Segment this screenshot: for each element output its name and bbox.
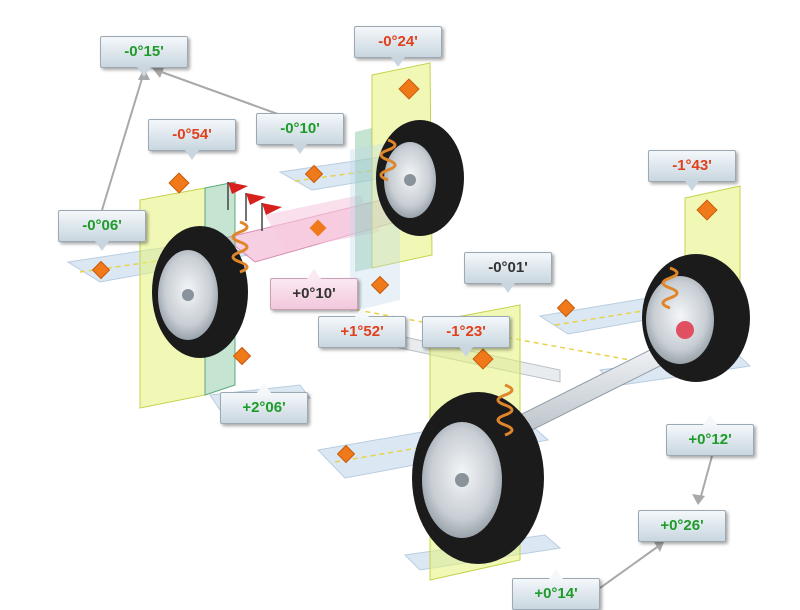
red-flags xyxy=(228,182,282,215)
springs xyxy=(231,138,679,437)
label-total-toe-front: -0°15' xyxy=(100,36,188,77)
spring-front-right xyxy=(379,138,397,182)
wheel-front-right xyxy=(376,120,464,236)
wheels xyxy=(152,120,750,564)
wheel-front-left xyxy=(152,226,248,358)
wheel-rear-left xyxy=(412,392,544,564)
wheel-rear-right xyxy=(642,254,750,382)
label-front-right-camber: -0°24' xyxy=(354,26,442,67)
spring-front-left xyxy=(231,220,249,274)
label-front-left-caster: +2°06' xyxy=(220,383,308,424)
label-rear-total-toe: +0°26' xyxy=(638,510,726,542)
label-rear-left-toe: +0°14' xyxy=(512,569,600,610)
label-front-right-caster: +1°52' xyxy=(318,307,406,348)
label-rear-left-camber: -1°23' xyxy=(422,316,510,357)
angle-markers xyxy=(91,78,718,464)
spring-rear-right xyxy=(661,266,679,310)
label-front-left-toe: -0°06' xyxy=(58,210,146,251)
label-front-center: +0°10' xyxy=(270,269,358,310)
label-rear-right-camber: -1°43' xyxy=(648,150,736,191)
spring-rear-left xyxy=(496,383,514,437)
label-rear-center: -0°01' xyxy=(464,252,552,293)
label-front-right-toe: -0°10' xyxy=(256,113,344,154)
label-front-left-camber: -0°54' xyxy=(148,119,236,160)
label-rear-right-toe: +0°12' xyxy=(666,415,754,456)
